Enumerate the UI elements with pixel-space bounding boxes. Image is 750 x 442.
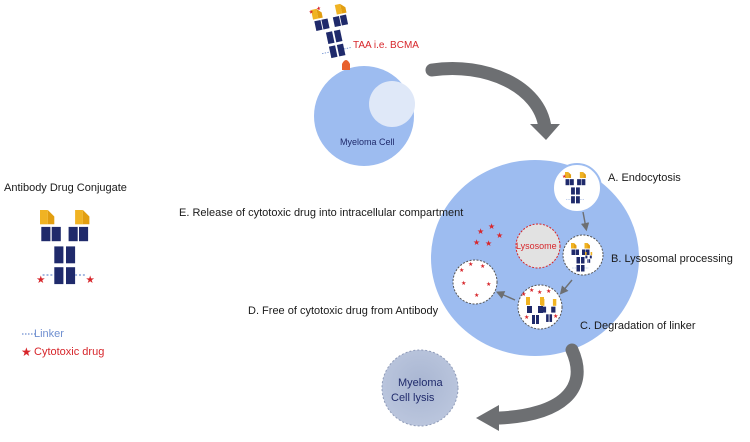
free-drug-label: D. Free of cytotoxic drug from Antibody — [248, 305, 439, 317]
free-drug-vesicle-icon: ★ ★ ★ ★ ★ ★ — [452, 259, 498, 305]
taa-receptor-icon — [342, 60, 350, 70]
curved-arrow-icon — [425, 62, 552, 135]
drug-legend-star-icon: ★ — [21, 345, 32, 359]
svg-text:★: ★ — [546, 288, 551, 295]
svg-text:★: ★ — [524, 314, 529, 321]
legend-linker-label: Linker — [34, 328, 64, 340]
adc-legend-panel: ★ ★ ★ — [21, 209, 95, 359]
arrow-b-to-c-icon — [559, 279, 573, 295]
svg-text:★: ★ — [480, 263, 485, 270]
arrow-c-to-d-icon — [495, 291, 516, 301]
degradation-vesicle-icon: ★★★★★★ — [517, 284, 563, 330]
svg-text:★: ★ — [459, 267, 464, 274]
svg-text:★: ★ — [86, 274, 95, 286]
svg-text:★: ★ — [562, 174, 567, 180]
myeloma-cell-label: Myeloma Cell — [340, 137, 395, 147]
legend-drug-label: Cytotoxic drug — [34, 346, 105, 358]
svg-text:★: ★ — [477, 227, 484, 236]
released-drug-icons: ★★★ ★★ — [473, 222, 503, 248]
myeloma-cell-top — [314, 66, 415, 166]
lysosomal-processing-label: B. Lysosomal processing — [611, 253, 733, 265]
curved-arrow-lysis-icon — [493, 343, 584, 425]
adc-title: Antibody Drug Conjugate — [4, 182, 127, 194]
svg-text:★: ★ — [474, 292, 479, 299]
svg-text:★: ★ — [473, 238, 480, 247]
endocytosis-label: A. Endocytosis — [608, 172, 681, 184]
lysosome-label: Lysosome — [516, 241, 557, 251]
arrow-a-to-b-icon — [580, 211, 590, 232]
myeloma-cell-lysis — [381, 349, 459, 427]
svg-text:★: ★ — [316, 6, 322, 13]
antibody-drug-conjugate-icon: ★ ★ — [36, 209, 95, 286]
svg-text:★: ★ — [529, 287, 534, 294]
svg-text:★: ★ — [485, 239, 492, 248]
endocytosis-vesicle-icon: ★ — [552, 163, 602, 213]
degradation-label: C. Degradation of linker — [580, 320, 696, 332]
bound-antibody-icon: ★ ★ — [308, 2, 356, 61]
curved-arrow-head-icon — [530, 124, 560, 140]
svg-text:★: ★ — [486, 281, 491, 288]
taa-label: TAA i.e. BCMA — [353, 40, 419, 51]
svg-text:★: ★ — [308, 9, 314, 16]
svg-text:★: ★ — [468, 261, 473, 268]
svg-text:★: ★ — [496, 231, 503, 240]
svg-text:★: ★ — [36, 274, 45, 286]
svg-text:★: ★ — [488, 222, 495, 231]
svg-text:★: ★ — [461, 280, 466, 287]
svg-text:★: ★ — [553, 313, 558, 320]
release-label: E. Release of cytotoxic drug into intrac… — [179, 207, 464, 219]
svg-text:★: ★ — [521, 291, 526, 298]
lysis-label-line1: Myeloma — [398, 377, 443, 389]
nucleus — [369, 81, 415, 127]
svg-text:★: ★ — [537, 289, 542, 296]
lysis-label-line2: Cell lysis — [391, 392, 435, 404]
lysosome-icon — [515, 223, 561, 269]
lysosomal-vesicle-icon — [562, 234, 604, 276]
curved-arrow-lysis-head-icon — [476, 405, 499, 431]
